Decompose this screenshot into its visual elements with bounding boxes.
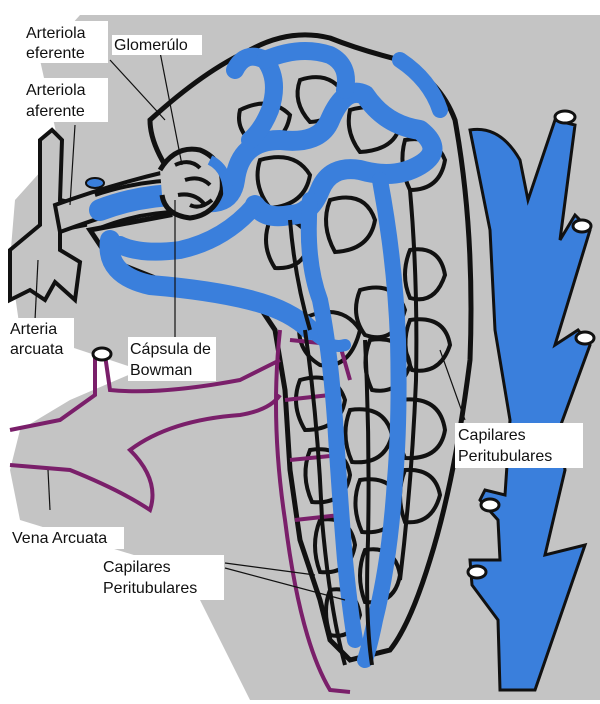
label-text: Glomerúlo: [114, 37, 188, 54]
artery-opening: [86, 178, 104, 188]
label-text: Arteriola: [26, 82, 86, 99]
label-text: Arteriola: [26, 25, 86, 42]
label-text: Cápsula de: [130, 341, 211, 358]
label-text: Bowman: [130, 362, 192, 379]
vessel-opening: [555, 111, 575, 123]
label-text: Peritubulares: [458, 448, 552, 465]
label-text: eferente: [26, 45, 85, 62]
label-glomerulo: Glomerúlo: [112, 35, 202, 55]
vein-opening: [93, 348, 111, 360]
label-vena-arcuata: Vena Arcuata: [10, 527, 124, 549]
label-text: Vena Arcuata: [12, 530, 107, 547]
vessel-opening: [468, 566, 486, 578]
label-arteria-arcuata: Arteria arcuata: [8, 318, 74, 360]
label-text: Capilares: [103, 559, 171, 576]
label-capsula-bowman: Cápsula de Bowman: [128, 337, 216, 381]
label-capilares-peritubulares-bottom: Capilares Peritubulares: [100, 555, 224, 600]
label-text: Arteria: [10, 321, 57, 338]
vessel-opening: [573, 220, 591, 232]
label-arteriola-aferente: Arteriola aferente: [24, 78, 108, 122]
label-text: Peritubulares: [103, 580, 197, 597]
label-text: arcuata: [10, 341, 63, 358]
label-text: aferente: [26, 103, 85, 120]
label-capilares-peritubulares-right: Capilares Peritubulares: [455, 423, 583, 468]
label-arteriola-eferente: Arteriola eferente: [24, 21, 108, 63]
vessel-opening: [481, 499, 499, 511]
label-text: Capilares: [458, 427, 526, 444]
vessel-opening: [576, 332, 594, 344]
